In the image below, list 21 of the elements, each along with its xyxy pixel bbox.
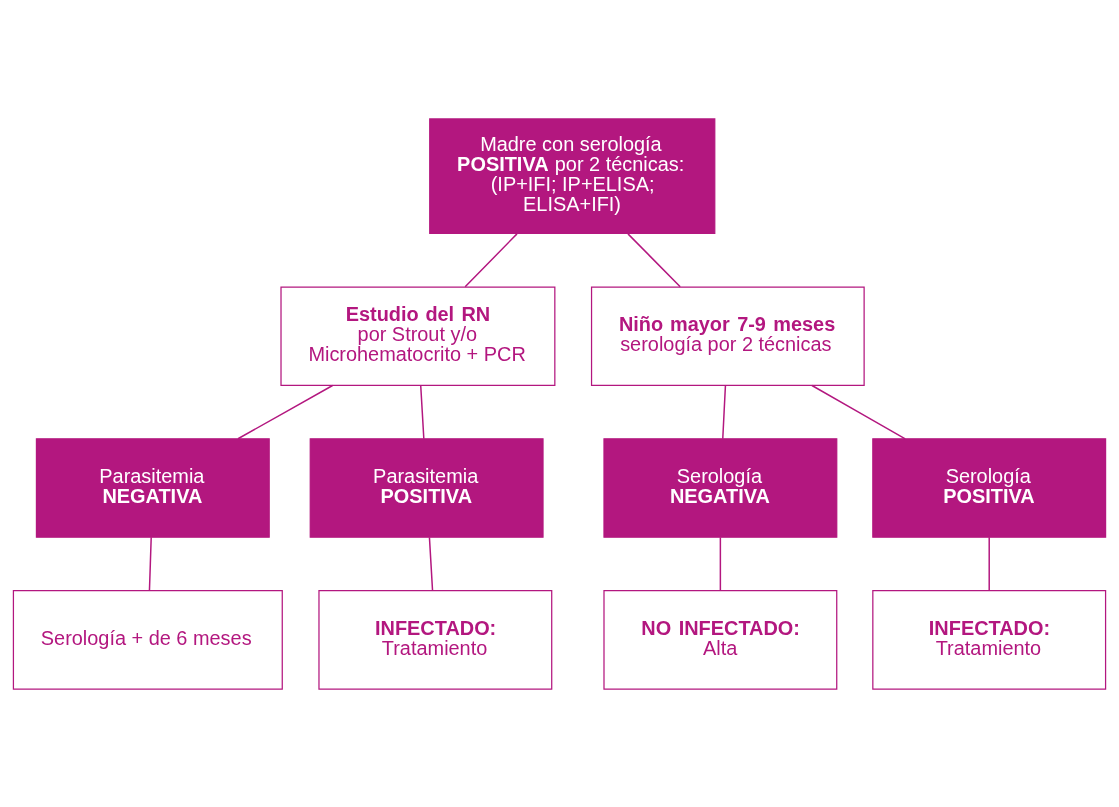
connector xyxy=(811,384,906,440)
node-box: Serología + de 6 meses xyxy=(12,589,283,690)
node-box: Serología POSITIVA xyxy=(872,437,1107,538)
connector xyxy=(722,384,727,440)
node-box: INFECTADO: Tratamiento xyxy=(318,589,553,690)
node-box: Madre con serología POSITIVA por 2 técnicas: (IP+IFI; IP+ELISA; ELISA+IFI) xyxy=(429,117,716,234)
node-box: Parasitemia POSITIVA xyxy=(309,437,544,538)
connector xyxy=(428,536,434,591)
node-box: Parasitemia NEGATIVA xyxy=(35,437,270,538)
connector xyxy=(988,536,990,591)
node-box: Serología NEGATIVA xyxy=(603,437,838,538)
connector xyxy=(464,232,518,287)
connector xyxy=(419,384,425,440)
connector xyxy=(719,536,722,591)
node-box: Estudio del RN por Strout y/o Microhematocrito + PCR xyxy=(280,285,556,386)
node-box: INFECTADO: Tratamiento xyxy=(872,589,1107,690)
connector xyxy=(237,384,334,440)
connector xyxy=(627,232,681,287)
connector xyxy=(148,536,152,591)
node-box: NO INFECTADO: Alta xyxy=(603,589,838,690)
node-box: Niño mayor 7-9 meses serología por 2 técnicas xyxy=(590,285,865,386)
